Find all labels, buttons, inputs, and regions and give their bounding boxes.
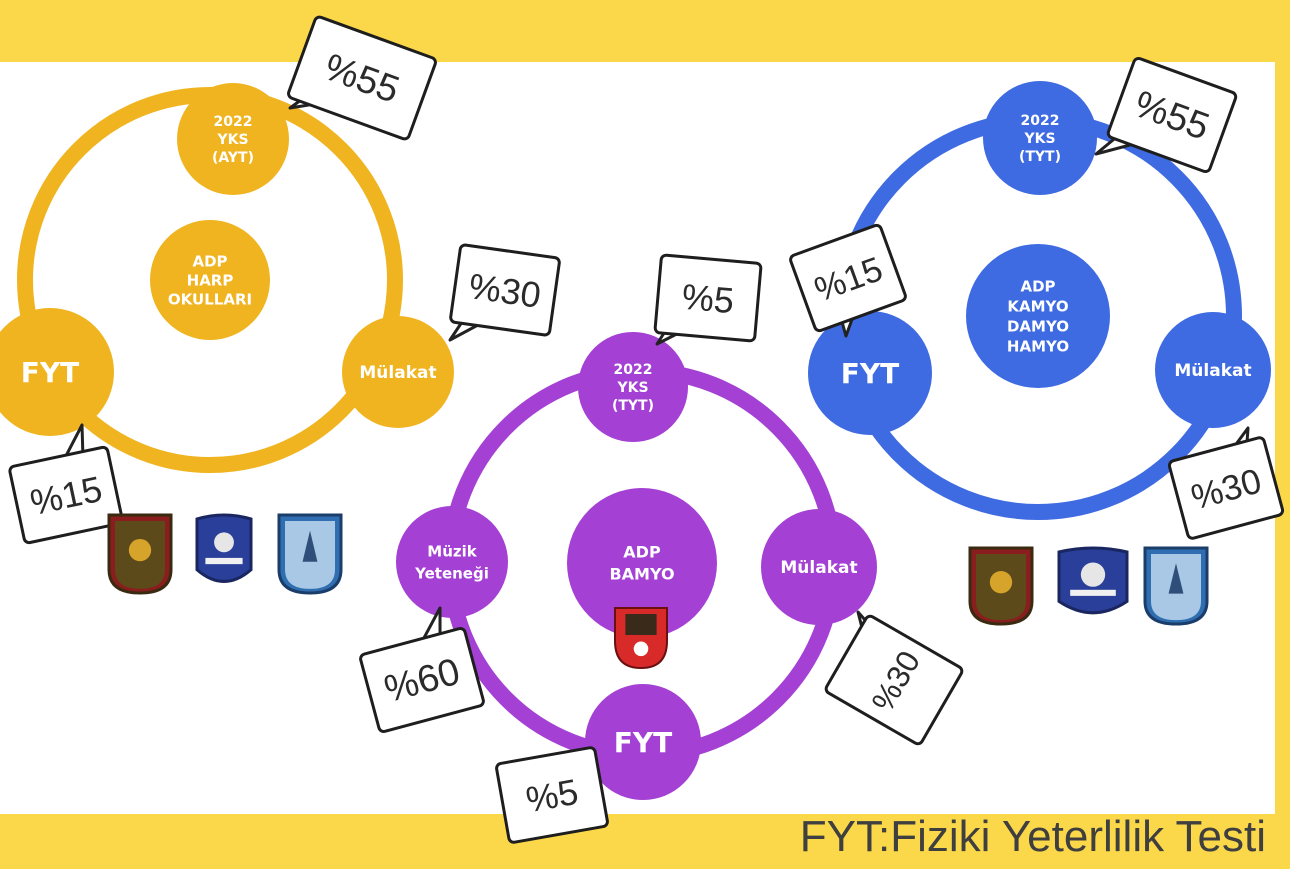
svg-text:ADP: ADP	[192, 252, 227, 270]
svg-text:BAMYO: BAMYO	[609, 565, 674, 584]
navy-emblem-icon	[195, 513, 253, 583]
fyt-legend: FYT:Fiziki Yeterlilik Testi	[799, 812, 1266, 861]
svg-text:YKS: YKS	[1023, 131, 1055, 147]
svg-text:ADP: ADP	[623, 543, 661, 562]
svg-text:(TYT): (TYT)	[1019, 149, 1061, 165]
svg-text:KAMYO: KAMYO	[1007, 297, 1068, 315]
harp-node-fyt: FYT	[0, 308, 114, 436]
svg-text:Mülakat: Mülakat	[1174, 361, 1251, 381]
harp-yks-weight-bubble: %55	[287, 15, 437, 141]
svg-text:2022: 2022	[214, 114, 253, 130]
bamyo-fyt-weight-bubble: %5	[495, 746, 609, 844]
bamyo-center-node: ADP BAMYO	[567, 488, 717, 638]
svg-text:HARP: HARP	[187, 271, 234, 289]
diagram-bamyo: ADPBAMYO2022YKS(TYT)%5Mülakat%30FYT%5Müz…	[359, 253, 964, 844]
kamyo-node-mulakat: Mülakat	[1155, 312, 1271, 428]
kamyo-mulakat-weight-bubble: %30	[1167, 426, 1285, 540]
svg-text:YKS: YKS	[616, 380, 648, 396]
svg-text:Mülakat: Mülakat	[359, 363, 436, 383]
kamyo-yks-weight-bubble: %55	[1094, 56, 1238, 174]
harp-node-mulakat: Mülakat	[342, 316, 454, 428]
navy-emblem-icon	[1057, 546, 1129, 615]
svg-text:2022: 2022	[614, 362, 653, 378]
svg-text:FYT: FYT	[841, 357, 900, 390]
svg-text:ADP: ADP	[1020, 277, 1055, 295]
kamyo-center-node: ADP KAMYO DAMYO HAMYO	[966, 244, 1110, 388]
svg-text:YKS: YKS	[216, 132, 248, 148]
svg-text:(AYT): (AYT)	[212, 150, 254, 166]
svg-text:Yeteneği: Yeteneği	[414, 564, 489, 582]
harp-fyt-weight-bubble: %15	[8, 423, 124, 545]
airforce-emblem-icon	[277, 513, 343, 595]
bamyo-fyt-weight-bubble-label: %5	[523, 771, 581, 820]
svg-text:OKULLARI: OKULLARI	[168, 290, 252, 308]
army-emblem-icon	[107, 513, 173, 595]
kamyo-node-fyt: FYT	[808, 311, 932, 435]
army-emblem-icon	[968, 546, 1034, 626]
band-emblem-icon	[614, 607, 668, 670]
harp-mulakat-weight-bubble: %30	[448, 243, 561, 342]
svg-text:FYT: FYT	[614, 726, 673, 759]
svg-text:DAMYO: DAMYO	[1007, 317, 1069, 335]
svg-text:Mülakat: Mülakat	[780, 558, 857, 578]
bamyo-yks-weight-bubble-label: %5	[680, 276, 735, 321]
bamyo-node-fyt: FYT	[585, 684, 701, 800]
bamyo-mulakat-weight-bubble: %30	[824, 610, 964, 746]
airforce-emblem-icon	[1143, 546, 1209, 626]
bamyo-muzik-weight-bubble: %60	[359, 606, 485, 733]
bamyo-yks-weight-bubble: %5	[653, 253, 763, 346]
kamyo-fyt-weight-bubble: %15	[789, 223, 907, 338]
svg-text:(TYT): (TYT)	[612, 398, 654, 414]
harp-mulakat-weight-bubble-label: %30	[466, 265, 543, 316]
svg-text:FYT: FYT	[21, 356, 80, 389]
svg-text:2022: 2022	[1021, 113, 1060, 129]
svg-text:Müzik: Müzik	[427, 542, 477, 560]
svg-text:HAMYO: HAMYO	[1007, 337, 1069, 355]
bamyo-node-mulakat: Mülakat	[761, 509, 877, 625]
